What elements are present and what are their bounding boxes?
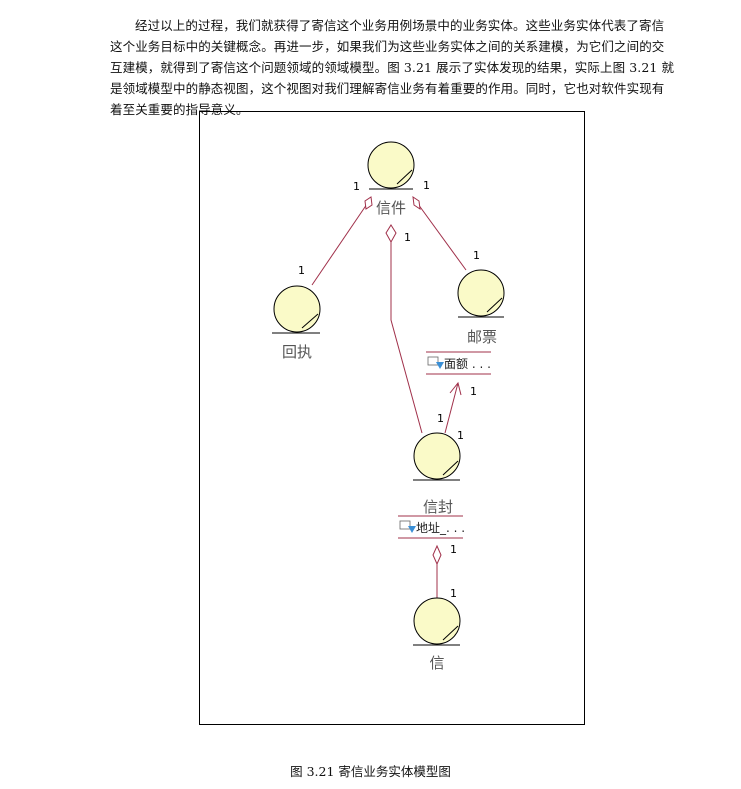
entity-receipt[interactable]: 回执 [272, 285, 321, 361]
multiplicity-label: 1 [450, 543, 457, 556]
multiplicity-label: 1 [437, 412, 444, 425]
multiplicity-label: 1 [353, 180, 360, 193]
entity-letter[interactable]: 信件 [367, 141, 415, 217]
association-letter-stamp [417, 203, 467, 271]
intro-paragraph: 经过以上的过程，我们就获得了寄信这个业务用例场景中的业务实体。这些业务实体代表了… [110, 17, 675, 117]
multiplicity-label: 1 [423, 179, 430, 192]
entity-label: 回执 [282, 343, 312, 361]
entity-icon [413, 597, 461, 645]
attribute-text: 地址_. . . [416, 521, 465, 535]
entity-icon [457, 269, 505, 317]
multiplicity-label: 1 [450, 587, 457, 600]
entity-icon [367, 141, 415, 189]
figure-caption: 图 3.21 寄信业务实体模型图 [290, 764, 451, 779]
entity-label: 信件 [376, 199, 406, 217]
aggregation-diamond-letter-stamp [412, 195, 421, 211]
multiplicity-label: 1 [298, 264, 305, 277]
attribute-icon [427, 356, 444, 369]
attribute-icon [399, 520, 416, 533]
entity-icon [273, 285, 321, 333]
aggregation-diamond-letter-receipt [364, 196, 373, 210]
association-letter-envelope [390, 242, 423, 434]
entity-label: 邮票 [467, 328, 497, 346]
entity-label: 信 [429, 654, 444, 672]
navigation-arrow-stamp [449, 381, 462, 396]
multiplicity-label: 1 [473, 249, 480, 262]
entity-stamp[interactable]: 邮票 面额 . . . [426, 269, 505, 375]
aggregation-diamond-letter-envelope [385, 224, 397, 244]
entity-mail[interactable]: 信 [413, 597, 461, 672]
entity-icon [413, 432, 461, 480]
multiplicity-label: 1 [470, 385, 477, 398]
attribute-text: 面额 . . . [444, 357, 491, 371]
association-letter-receipt [311, 203, 368, 286]
multiplicity-label: 1 [404, 231, 411, 244]
multiplicity-label: 1 [457, 429, 464, 442]
entity-envelope[interactable]: 信封 地址_. . . [398, 432, 465, 539]
association-envelope-stamp [444, 382, 459, 434]
entity-label: 信封 [423, 498, 453, 516]
aggregation-diamond-envelope-mail [432, 544, 442, 566]
diagram-frame [199, 111, 585, 725]
